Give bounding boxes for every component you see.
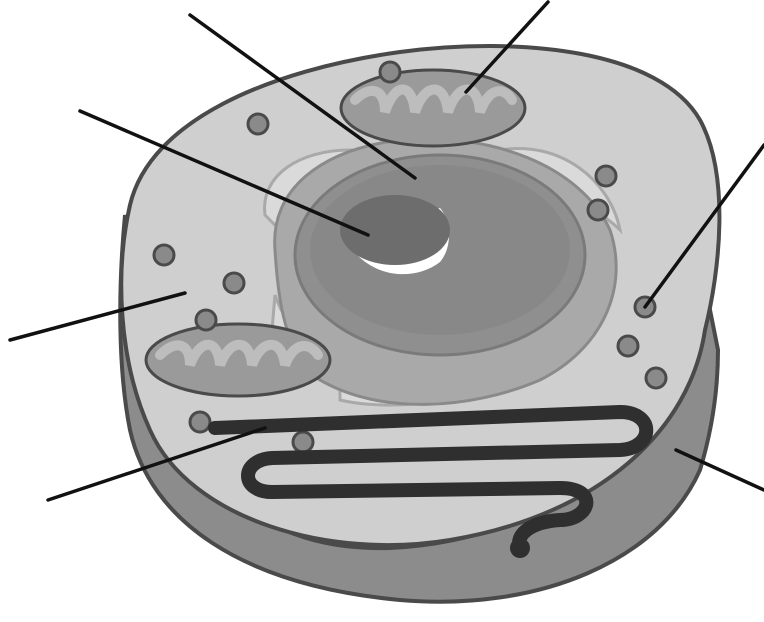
mitochondrion-top — [341, 70, 525, 146]
ribosome — [196, 310, 216, 330]
ribosome — [248, 114, 268, 134]
ribosome — [596, 166, 616, 186]
ribosome — [293, 432, 313, 452]
ribosome — [190, 412, 210, 432]
ribosome — [224, 273, 244, 293]
fiber-end — [510, 538, 530, 558]
ribosome — [588, 200, 608, 220]
ribosome — [646, 368, 666, 388]
ribosome — [618, 336, 638, 356]
ribosome — [154, 245, 174, 265]
mitochondrion-left — [146, 324, 330, 396]
ribosome — [380, 62, 400, 82]
